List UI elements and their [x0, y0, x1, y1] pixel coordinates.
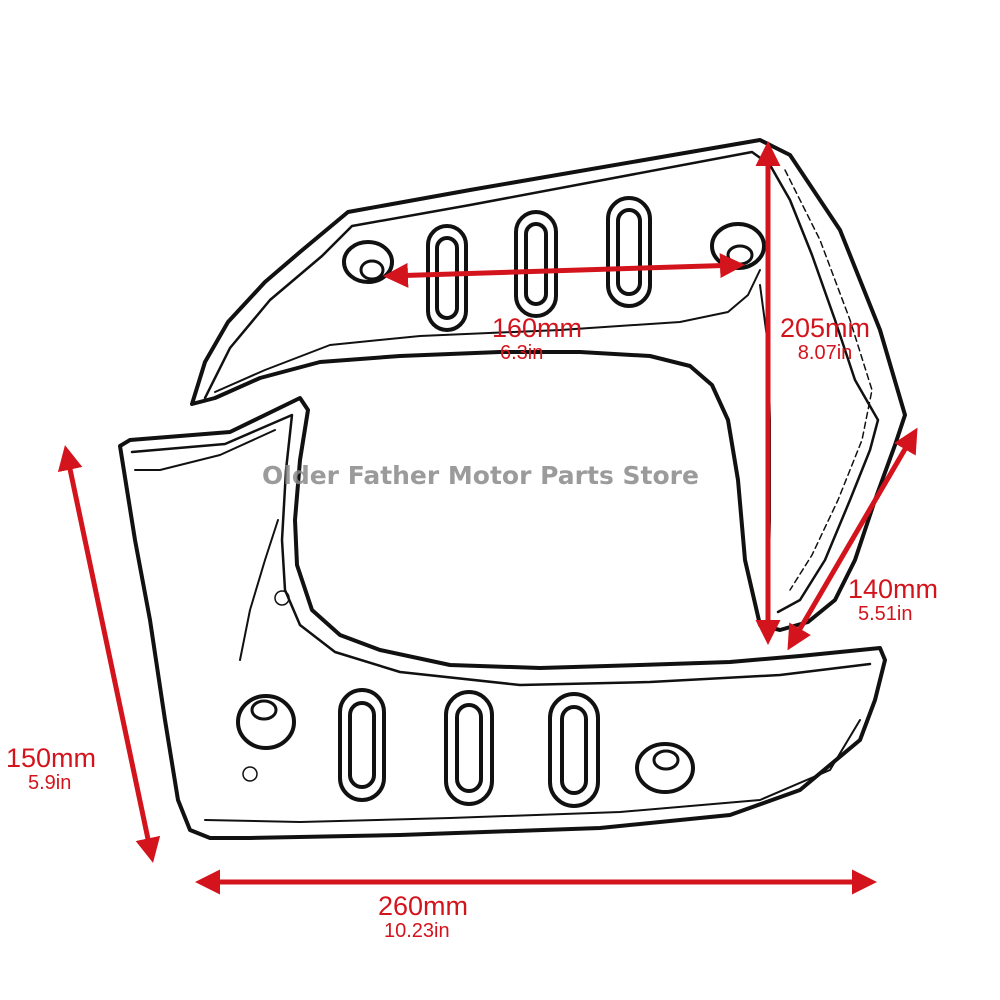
total-width-inch: 10.23in — [384, 920, 450, 942]
side-length-mm: 140mm — [848, 574, 939, 604]
total-width-mm: 260mm — [378, 891, 469, 921]
upper-height-inch: 8.07in — [797, 342, 853, 364]
lower-panel-outline — [118, 396, 887, 840]
lower-rivet-1 — [242, 766, 258, 782]
lower-panel — [118, 396, 887, 840]
upper-vent-slot-3 — [606, 196, 652, 308]
upper-vent-slot-1 — [426, 224, 468, 332]
hole-spacing-mm: 160mm — [492, 313, 583, 343]
lower-panel-bottom-edge — [204, 719, 861, 823]
upper-height-mm: 205mm — [780, 313, 871, 343]
lower-vent-slots — [338, 688, 600, 808]
lower-panel-inner-edge — [130, 413, 872, 687]
dimension-arrows — [57, 141, 918, 895]
upper-mount-left — [342, 240, 394, 284]
upper-panel-outline — [190, 138, 907, 632]
lower-height-inch: 5.9in — [28, 772, 72, 794]
lower-mount-left — [236, 694, 296, 750]
side-length-inch: 5.51in — [858, 603, 913, 625]
lower-vent-slot-3 — [548, 692, 600, 808]
lower-height-mm: 150mm — [6, 743, 97, 773]
lower-vent-slot-1 — [338, 688, 386, 802]
arrow-lower-height — [57, 445, 161, 863]
lower-mount-right — [635, 742, 695, 794]
dimension-lower-height: 150mm 5.9in — [6, 743, 97, 794]
store-watermark: Older Father Motor Parts Store — [262, 461, 699, 490]
upper-mount-right — [710, 222, 766, 270]
dimension-upper-height: 205mm 8.07in — [780, 313, 871, 364]
lower-panel-crease — [239, 519, 279, 661]
dimension-total-width: 260mm 10.23in — [378, 891, 469, 942]
arrow-side-length — [787, 427, 918, 651]
upper-vent-slot-2 — [514, 210, 558, 318]
dimension-hole-spacing: 160mm 6.3in — [492, 313, 583, 364]
hole-spacing-inch: 6.3in — [500, 342, 544, 364]
arrow-hole-spacing — [383, 253, 745, 288]
upper-panel-crease — [214, 269, 761, 393]
lower-rivet-2 — [274, 590, 290, 606]
dimension-side-length: 140mm 5.51in — [848, 574, 939, 625]
lower-vent-slot-2 — [444, 690, 494, 806]
upper-panel — [190, 138, 907, 632]
